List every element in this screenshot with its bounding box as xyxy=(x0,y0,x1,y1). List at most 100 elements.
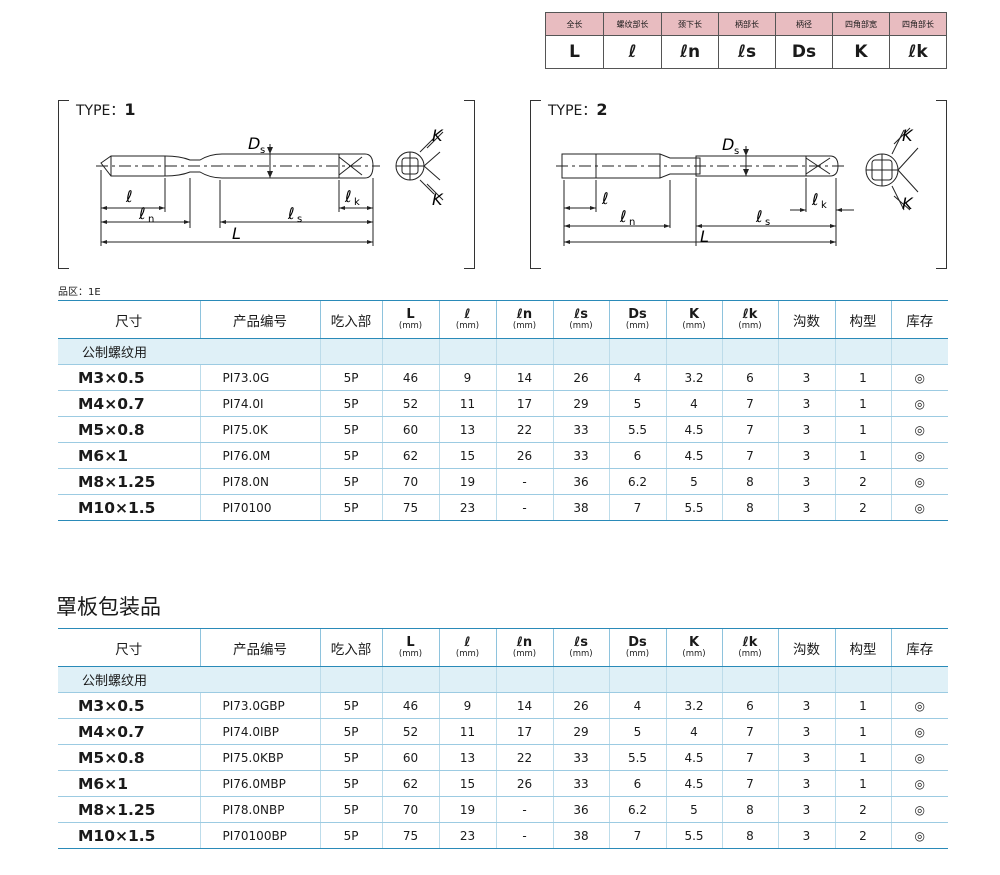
value-cell: 5.5 xyxy=(665,822,722,849)
size-cell: M5×0.8 xyxy=(58,416,200,443)
value-cell: 1 xyxy=(834,416,891,443)
stock-cell: ◎ xyxy=(890,468,948,495)
value-cell: 5P xyxy=(319,494,382,521)
column-header-unit: (mm) xyxy=(625,321,650,331)
category-cell xyxy=(495,338,553,365)
value-cell: 1 xyxy=(834,364,891,391)
category-cell xyxy=(438,666,496,693)
part-number-cell: PI75.0K xyxy=(199,416,320,443)
value-cell: 7 xyxy=(721,744,778,771)
column-header-symbol: ℓk xyxy=(742,635,758,650)
column-header-unit: (mm) xyxy=(682,321,706,331)
legend-symbol: Ds xyxy=(775,35,833,69)
value-cell: 5P xyxy=(319,796,382,823)
column-header-unit: (mm) xyxy=(738,649,762,659)
dim-ls-sub: s xyxy=(765,217,770,228)
value-cell: 6 xyxy=(721,692,778,719)
value-cell: 26 xyxy=(495,770,553,797)
type2-tap-diagram: D s ℓ ℓ n ℓ s ℓ k L K K xyxy=(556,126,919,246)
value-cell: 7 xyxy=(608,494,666,521)
value-cell: 33 xyxy=(552,744,609,771)
value-cell: 46 xyxy=(381,692,439,719)
column-header-unit: (mm) xyxy=(398,321,423,331)
category-cell xyxy=(319,666,382,693)
column-header-symbol: ℓk xyxy=(742,307,758,322)
value-cell: 3 xyxy=(777,468,835,495)
category-cell xyxy=(665,338,722,365)
value-cell: 8 xyxy=(721,796,778,823)
column-header: 尺寸 xyxy=(58,300,200,339)
dim-ln: ℓ xyxy=(619,207,627,226)
value-cell: 8 xyxy=(721,494,778,521)
value-cell: 36 xyxy=(552,468,609,495)
column-header-unit: (mm) xyxy=(569,649,593,659)
value-cell: 62 xyxy=(381,770,439,797)
size-cell: M3×0.5 xyxy=(58,692,200,719)
legend-names-row: 全长 螺纹部长 颈下长 柄部长 柄径 四角部宽 四角部长 xyxy=(545,12,947,36)
value-cell: 5P xyxy=(319,692,382,719)
value-cell: 3 xyxy=(777,416,835,443)
value-cell: 4.5 xyxy=(665,416,722,443)
category-cell xyxy=(438,338,496,365)
column-header-symbol: K xyxy=(688,307,700,322)
type1-bracket-left xyxy=(58,100,69,269)
column-header-symbol: ℓs xyxy=(574,307,588,322)
column-header: ℓ(mm) xyxy=(438,628,496,667)
value-cell: 7 xyxy=(608,822,666,849)
value-cell: 3 xyxy=(777,718,835,745)
value-cell: 8 xyxy=(721,822,778,849)
column-header: 产品编号 xyxy=(199,628,320,667)
value-cell: 23 xyxy=(438,494,496,521)
value-cell: 5 xyxy=(665,468,722,495)
value-cell: 38 xyxy=(552,494,609,521)
stock-cell: ◎ xyxy=(890,770,948,797)
value-cell: 5P xyxy=(319,390,382,417)
column-header-symbol: L xyxy=(406,307,415,322)
value-cell: 5P xyxy=(319,416,382,443)
category-cell xyxy=(665,666,722,693)
category-label: 公制螺纹用 xyxy=(58,666,320,693)
dim-ln: ℓ xyxy=(138,204,146,223)
column-header: 沟数 xyxy=(777,300,835,339)
value-cell: 4 xyxy=(608,692,666,719)
value-cell: 5.5 xyxy=(608,416,666,443)
part-number-cell: PI78.0N xyxy=(199,468,320,495)
category-label: 公制螺纹用 xyxy=(58,338,320,365)
size-cell: M6×1 xyxy=(58,442,200,469)
type1-tap-diagram: D s ℓ ℓ n ℓ s ℓ k L K K xyxy=(96,126,444,246)
value-cell: 26 xyxy=(552,364,609,391)
legend-symbol: K xyxy=(832,35,890,69)
category-cell xyxy=(890,666,948,693)
value-cell: 1 xyxy=(834,390,891,417)
dim-L: L xyxy=(232,224,241,243)
value-cell: 11 xyxy=(438,718,496,745)
value-cell: 5P xyxy=(319,442,382,469)
value-cell: 5P xyxy=(319,822,382,849)
value-cell: 33 xyxy=(552,416,609,443)
category-cell xyxy=(608,666,666,693)
size-cell: M4×0.7 xyxy=(58,718,200,745)
value-cell: 14 xyxy=(495,364,553,391)
value-cell: 1 xyxy=(834,744,891,771)
value-cell: 8 xyxy=(721,468,778,495)
stock-cell: ◎ xyxy=(890,390,948,417)
value-cell: 46 xyxy=(381,364,439,391)
column-header: K(mm) xyxy=(665,300,722,339)
value-cell: 75 xyxy=(381,494,439,521)
dim-D: D xyxy=(722,135,734,154)
value-cell: 15 xyxy=(438,442,496,469)
legend-name: 四角部长 xyxy=(889,12,947,36)
value-cell: 4 xyxy=(608,364,666,391)
value-cell: - xyxy=(495,468,553,495)
value-cell: 3 xyxy=(777,692,835,719)
type1-label: TYPE：1 xyxy=(76,100,136,119)
part-number-cell: PI73.0G xyxy=(199,364,320,391)
legend-name: 颈下长 xyxy=(661,12,719,36)
value-cell: 3 xyxy=(777,796,835,823)
dim-l: ℓ xyxy=(601,189,609,208)
